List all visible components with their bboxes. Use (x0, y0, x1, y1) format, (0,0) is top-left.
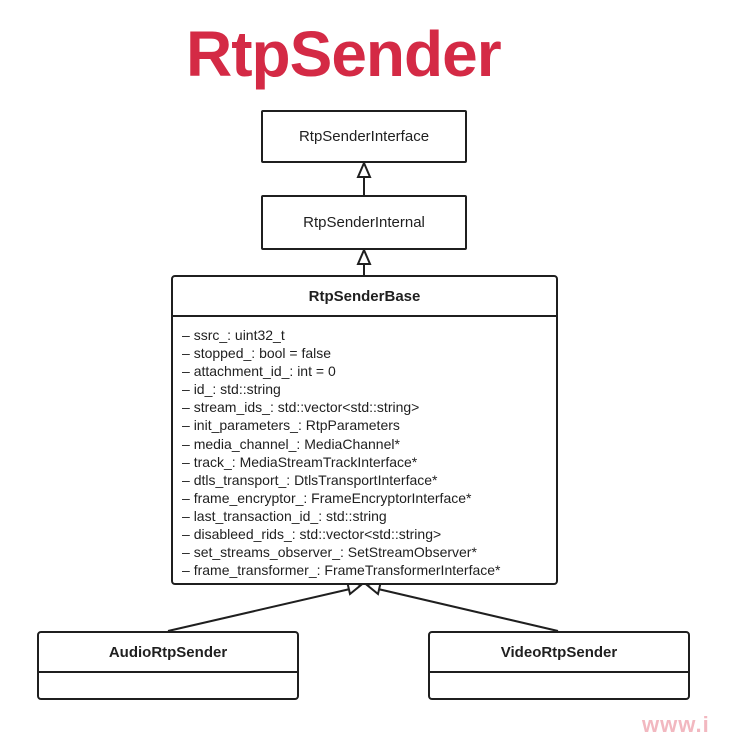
internal-box: RtpSenderInternal (261, 195, 467, 250)
interface-box: RtpSenderInterface (261, 110, 467, 163)
base-class-name: RtpSenderBase (173, 277, 556, 317)
attribute-item: dtls_transport_: DtlsTransportInterface* (182, 471, 556, 489)
attribute-item: ssrc_: uint32_t (182, 326, 556, 344)
watermark: www.i (642, 712, 710, 737)
arrowhead-internal (356, 247, 372, 265)
base-class-box: RtpSenderBase ssrc_: uint32_t stopped_: … (171, 275, 558, 585)
arrow-audio-to-base (167, 588, 351, 632)
audio-rtp-sender-name: AudioRtpSender (39, 633, 297, 673)
attribute-item: init_parameters_: RtpParameters (182, 416, 556, 434)
attribute-item: stream_ids_: std::vector<std::string> (182, 398, 556, 416)
attribute-item: frame_transformer_: FrameTransformerInte… (182, 561, 556, 579)
attribute-item: last_transaction_id_: std::string (182, 507, 556, 525)
arrowhead-interface (356, 160, 372, 178)
attribute-item: stopped_: bool = false (182, 344, 556, 362)
attribute-item: media_channel_: MediaChannel* (182, 435, 556, 453)
attribute-item: id_: std::string (182, 380, 556, 398)
attribute-item: attachment_id_: int = 0 (182, 362, 556, 380)
arrow-video-to-base (377, 588, 559, 632)
video-rtp-sender-name: VideoRtpSender (430, 633, 688, 673)
attribute-item: track_: MediaStreamTrackInterface* (182, 453, 556, 471)
video-rtp-sender-box: VideoRtpSender (428, 631, 690, 700)
interface-label: RtpSenderInterface (298, 128, 430, 145)
internal-label: RtpSenderInternal (303, 214, 425, 231)
diagram-title: RtpSender (186, 18, 502, 90)
attribute-item: set_streams_observer_: SetStreamObserver… (182, 543, 556, 561)
attribute-item: disableed_rids_: std::vector<std::string… (182, 525, 556, 543)
base-class-attributes: ssrc_: uint32_t stopped_: bool = false a… (173, 317, 556, 579)
audio-rtp-sender-box: AudioRtpSender (37, 631, 299, 700)
attribute-item: frame_encryptor_: FrameEncryptorInterfac… (182, 489, 556, 507)
